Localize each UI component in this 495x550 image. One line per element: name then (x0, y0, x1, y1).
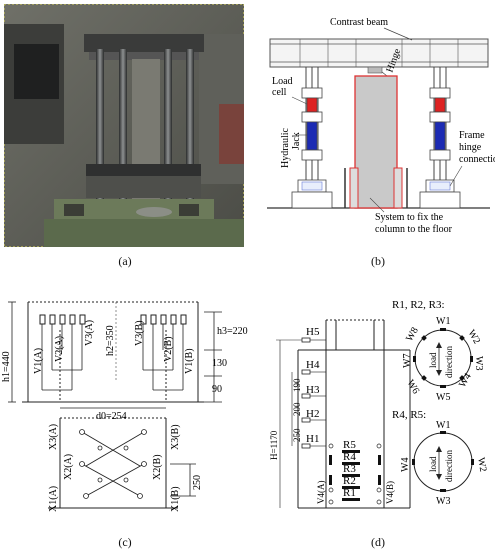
label-frame-1: Frame (459, 130, 485, 141)
label-c2-w1: W1 (436, 420, 450, 431)
panel-d-gauges: H5 H4 H3 H2 H1 H=1170 190 200 250 (262, 290, 495, 535)
label-h2: H2 (306, 408, 319, 420)
label-h4: H4 (306, 359, 320, 371)
label-r4: R4 (343, 451, 356, 463)
label-w7: W7 (402, 354, 413, 368)
label-w2: W2 (465, 328, 482, 346)
label-v1b: V1(B) (184, 348, 195, 374)
column-specimen (354, 75, 398, 209)
column-outline (297, 319, 411, 509)
label-hh: H=1170 (269, 430, 279, 460)
cross-section-4-gauges (412, 431, 474, 492)
label-r5: R5 (343, 439, 356, 451)
label-w5: W5 (436, 392, 450, 403)
panel-a-photo (3, 3, 245, 248)
panel-b-schematic: Contrast beam Hinge (262, 0, 495, 250)
hinge (367, 66, 383, 74)
label-d0: d0=254 (96, 411, 127, 422)
label-v1a: V1(A) (33, 348, 44, 374)
label-v3b: V3(B) (134, 320, 145, 346)
label-d200: 200 (292, 402, 302, 416)
label-v2b: V2(B) (163, 336, 174, 362)
label-c2-w4: W4 (400, 458, 411, 472)
load-cell-right (434, 97, 446, 113)
label-r2: R2 (343, 475, 356, 487)
upper-frame (22, 301, 204, 403)
label-x2b: X2(B) (152, 454, 163, 480)
label-130: 130 (212, 358, 227, 369)
label-x1b: X1(B) (170, 486, 181, 512)
label-v3a: V3(A) (84, 320, 95, 346)
label-h3: h3=220 (217, 326, 248, 337)
label-contrast-beam: Contrast beam (330, 17, 388, 28)
lower-frame (48, 417, 178, 509)
label-250: 250 (192, 475, 203, 490)
caption-c: (c) (118, 535, 132, 549)
label-x3a: X3(A) (48, 424, 59, 450)
left-actuator (291, 67, 333, 209)
caption-a: (a) (118, 254, 132, 268)
label-r1: R1 (343, 487, 356, 499)
label-direction-1: direction (444, 346, 454, 378)
label-c2-w3: W3 (436, 496, 450, 507)
label-system-2: column to the floor (375, 224, 453, 235)
right-actuator (419, 67, 461, 209)
label-h3: H3 (306, 384, 320, 396)
label-load-cell-1: Load (272, 76, 293, 87)
diagonal-sensors (81, 431, 145, 497)
label-w1: W1 (436, 316, 450, 327)
label-load-cell-2: cell (272, 87, 287, 98)
label-x3b: X3(B) (170, 424, 181, 450)
label-r3: R3 (343, 463, 356, 475)
hydraulic-jack-right (434, 121, 446, 151)
title-section-1: R1, R2, R3: (392, 299, 445, 311)
label-h2: h2=350 (105, 325, 116, 356)
lvdt-sensors-right (140, 314, 187, 325)
label-h5: H5 (306, 326, 320, 338)
caption-b: (b) (371, 254, 385, 268)
label-w3: W3 (473, 356, 484, 370)
label-c2-w2: W2 (475, 457, 488, 473)
test-rig-photo (3, 3, 245, 248)
contrast-beam (269, 38, 489, 68)
label-v4b: V4(B) (385, 481, 395, 504)
label-frame-2: hinge (459, 142, 482, 153)
label-w6: W6 (404, 378, 421, 396)
label-hydraulic-jack-2: Jack (291, 132, 302, 150)
label-d250: 250 (292, 428, 302, 442)
label-v4a: V4(A) (316, 481, 326, 505)
caption-d: (d) (371, 535, 385, 549)
panel-c-instrumentation: V1(A) V2(A) V3(A) V3(B) V2(B) V1(B) h2=3… (0, 290, 250, 535)
label-h1: h1=440 (1, 351, 12, 382)
lvdt-sensors-left (39, 314, 86, 325)
label-h1: H1 (306, 433, 319, 445)
label-d190: 190 (292, 378, 302, 392)
label-direction-2: direction (444, 450, 454, 482)
label-v2a: V2(A) (54, 336, 65, 362)
load-cell-left (306, 97, 318, 113)
label-load-1: load (428, 352, 438, 368)
label-w4: W4 (457, 371, 474, 389)
label-w8: W8 (404, 325, 421, 343)
label-system-1: System to fix the (375, 212, 444, 223)
title-section-2: R4, R5: (392, 409, 426, 421)
label-90: 90 (212, 384, 222, 395)
label-load-2: load (428, 456, 438, 472)
label-hydraulic-jack-1: Hydraulic (280, 127, 291, 168)
label-x2a: X2(A) (63, 454, 74, 480)
hydraulic-jack-left (306, 121, 318, 151)
strain-gauges (329, 450, 381, 501)
label-frame-3: connection (459, 154, 495, 165)
label-x1a: X1(A) (48, 486, 59, 512)
